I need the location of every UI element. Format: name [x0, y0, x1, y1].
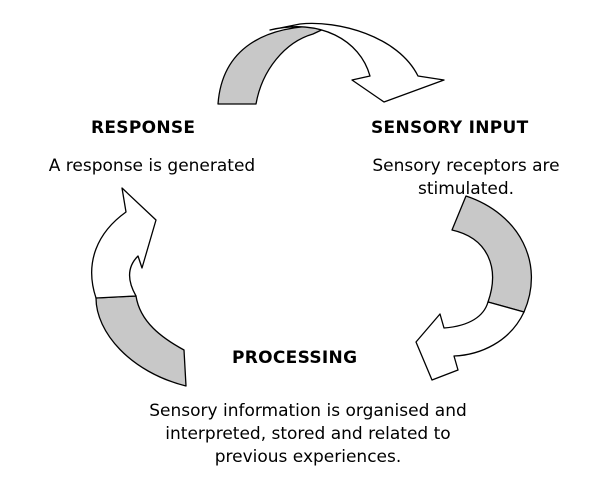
response-description-line: A response is generated — [48, 156, 256, 176]
response-heading: RESPONSE — [91, 118, 196, 138]
arrow-sensory-to-processing — [415, 195, 533, 381]
arrow-right-back-face — [451, 195, 533, 313]
sensory-input-heading: SENSORY INPUT — [371, 118, 529, 138]
response-description: A response is generated — [28, 155, 276, 178]
arrow-response-to-sensory — [217, 22, 445, 105]
sensory-input-description-line2: stimulated. — [417, 179, 515, 199]
processing-description-line3: previous experiences. — [214, 447, 402, 467]
arrow-top-front-face — [269, 22, 445, 103]
processing-description-line2: interpreted, stored and related to — [165, 424, 451, 444]
processing-description-line1: Sensory information is organised and — [149, 401, 467, 421]
arrow-top-back-face — [217, 25, 331, 105]
processing-description: Sensory information is organised and int… — [108, 400, 508, 469]
arrow-processing-to-response — [91, 187, 187, 387]
arrow-left-back-face — [95, 295, 187, 387]
processing-heading: PROCESSING — [232, 348, 358, 368]
sensory-input-description-line1: Sensory receptors are — [372, 156, 560, 176]
arrow-right-front-face — [415, 301, 525, 381]
arrow-left-front-face — [91, 187, 157, 299]
sensory-input-description: Sensory receptors are stimulated. — [346, 155, 586, 201]
